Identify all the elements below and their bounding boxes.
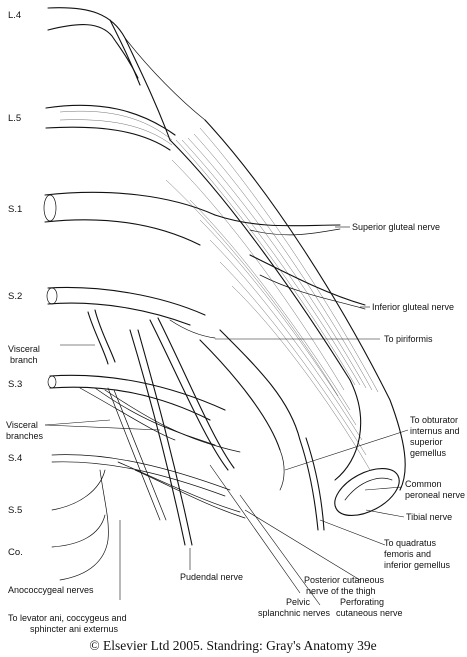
label-to-piriformis: To piriformis	[384, 334, 433, 344]
label-levator-line2: sphincter ani externus	[30, 624, 119, 634]
label-obturator-line1: To obturator	[410, 415, 458, 425]
root-label-l4: L.4	[8, 10, 21, 21]
sciatic-cut-end	[334, 467, 400, 517]
root-label-s2: S.2	[8, 291, 22, 302]
root-label-s1: S.1	[8, 204, 22, 215]
nerve-branches	[79, 214, 366, 546]
label-visceral-branches-line1: Visceral	[6, 420, 38, 430]
structure-labels: Superior gluteal nerve Inferior gluteal …	[6, 222, 465, 634]
label-inferior-gluteal-nerve: Inferior gluteal nerve	[372, 302, 454, 312]
label-pelvic-splanchnic-line1: Pelvic	[286, 597, 311, 607]
root-labels: L.4 L.5 S.1 S.2 S.3 S.4 S.5 Co.	[8, 10, 23, 558]
label-common-peroneal-line2: peroneal nerve	[405, 490, 465, 500]
label-posterior-cutaneous-line2: nerve of the thigh	[306, 586, 376, 596]
label-posterior-cutaneous-line1: Posterior cutaneous	[304, 575, 385, 585]
root-label-l5: L.5	[8, 113, 21, 124]
label-visceral-branch-line2: branch	[10, 355, 38, 365]
sciatic-nerve-trunk	[165, 119, 406, 517]
nerve-roots	[43, 7, 231, 581]
label-levator-line1: To levator ani, coccygeus and	[8, 613, 127, 623]
label-obturator-line3: superior	[410, 437, 443, 447]
label-anococcygeal-nerves: Anococcygeal nerves	[8, 585, 94, 595]
root-label-co: Co.	[8, 547, 23, 558]
root-label-s5: S.5	[8, 505, 22, 516]
label-pudendal-nerve: Pudendal nerve	[180, 572, 243, 582]
label-tibial-nerve: Tibial nerve	[406, 512, 452, 522]
leader-lines	[44, 226, 409, 606]
root-label-s4: S.4	[8, 453, 22, 464]
label-quadratus-line2: femoris and	[384, 549, 431, 559]
label-common-peroneal-line1: Common	[405, 479, 442, 489]
label-superior-gluteal-nerve: Superior gluteal nerve	[352, 222, 440, 232]
root-label-s3: S.3	[8, 379, 22, 390]
label-perforating-line2: cutaneous nerve	[336, 608, 403, 618]
label-obturator-line2: internus and	[410, 426, 460, 436]
label-visceral-branch-line1: Visceral	[8, 344, 40, 354]
copyright-credit: © Elsevier Ltd 2005. Standring: Gray's A…	[89, 638, 376, 653]
label-quadratus-line1: To quadratus	[384, 538, 437, 548]
label-pelvic-splanchnic-line2: splanchnic nerves	[258, 608, 331, 618]
label-obturator-line4: gemellus	[410, 448, 447, 458]
label-visceral-branches-line2: branches	[6, 431, 44, 441]
label-quadratus-line3: inferior gemellus	[384, 560, 451, 570]
label-perforating-line1: Perforating	[340, 597, 384, 607]
